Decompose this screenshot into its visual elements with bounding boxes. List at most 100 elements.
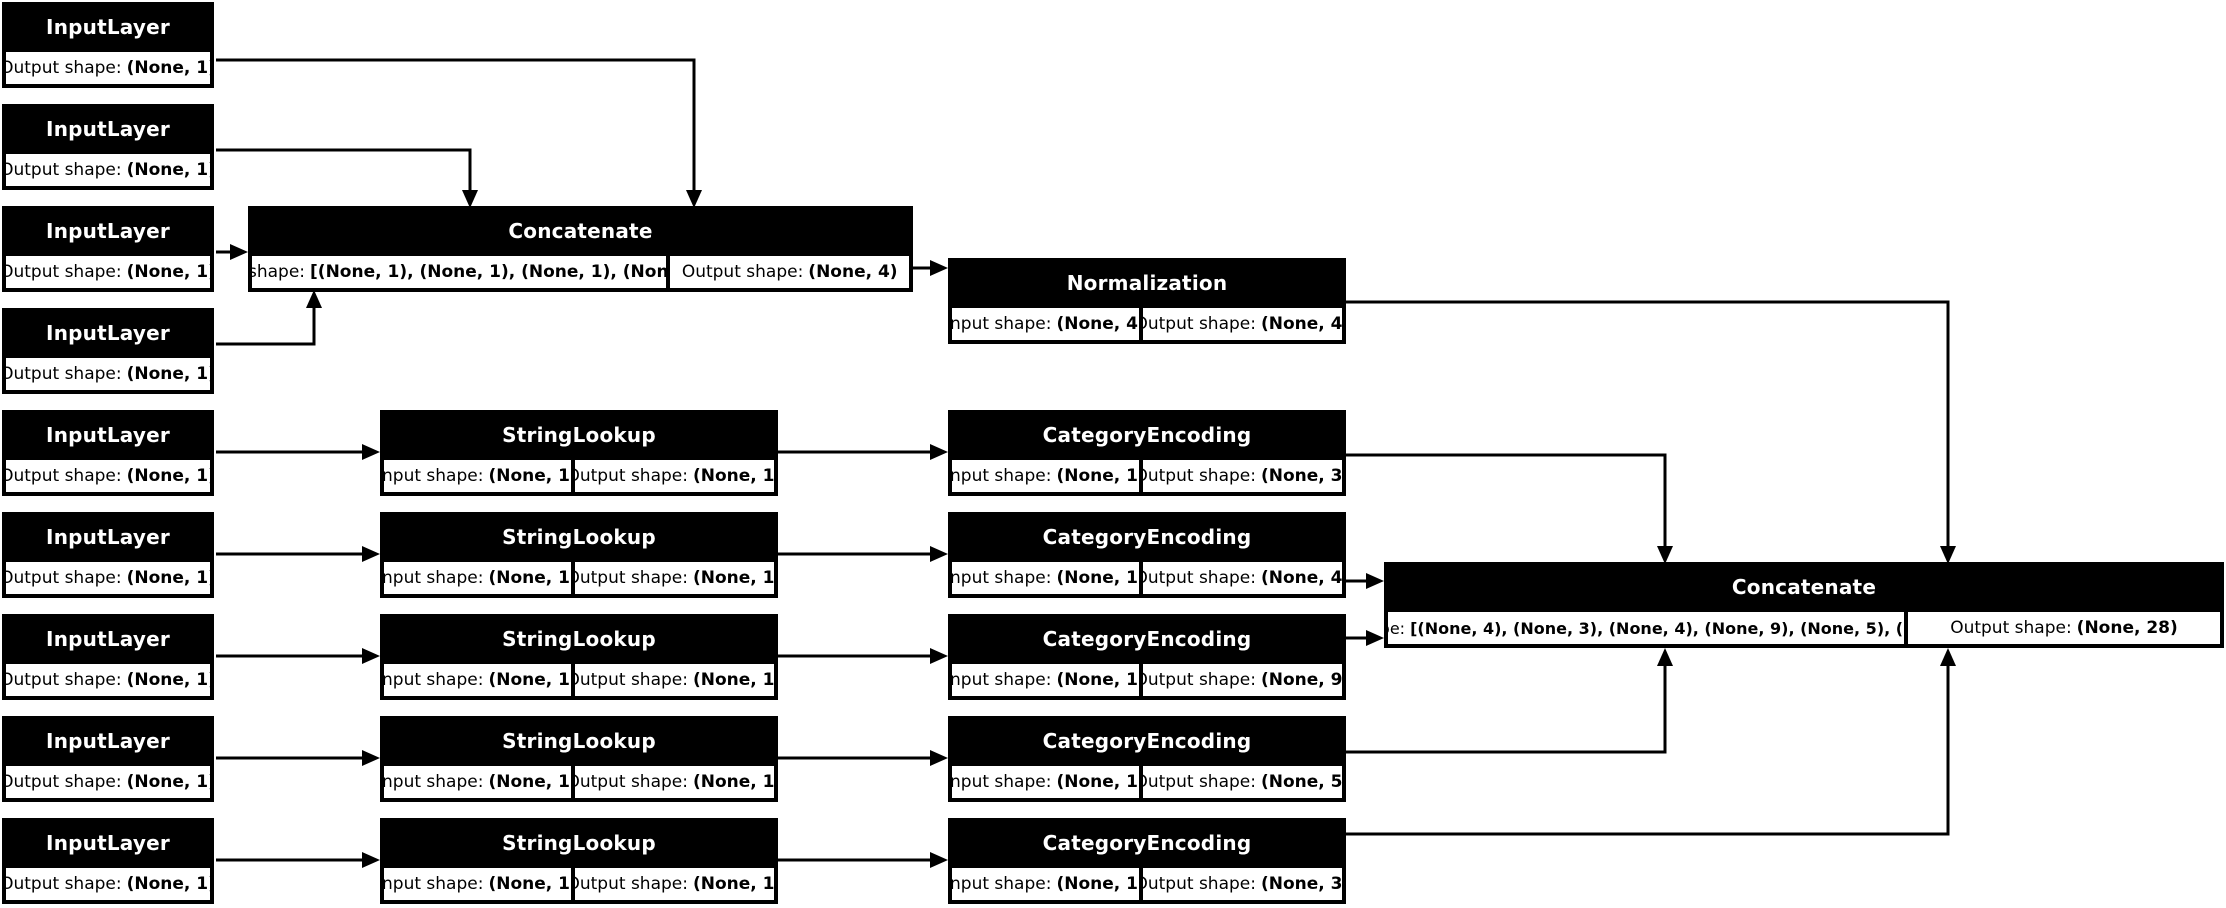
edge-stringlookup2-to-categoryencoding2 (778, 546, 948, 562)
node-category-encoding-5[interactable]: CategoryEncoding Input shape: (None, 1) … (948, 818, 1346, 904)
node-input-layer-6[interactable]: InputLayer Output shape: (None, 1) (2, 512, 214, 598)
input-shape-label: Input shape: (950, 772, 1052, 792)
node-input-layer-1[interactable]: InputLayer Output shape: (None, 1) (2, 2, 214, 88)
node-fields: Output shape: (None, 1) (4, 560, 212, 596)
output-shape-value: (None, 4) (1260, 314, 1344, 334)
node-title: StringLookup (382, 718, 776, 764)
node-fields: Output shape: (None, 1) (4, 458, 212, 494)
output-shape-field: Output shape: (None, 28) (1905, 610, 2222, 646)
output-shape-label: Output shape: (1140, 670, 1256, 690)
edge-input3-to-concat-numeric (216, 244, 248, 260)
input-shape-value: (None, 1) (488, 670, 573, 690)
output-shape-value: (None, 1) (126, 160, 212, 180)
node-normalization[interactable]: Normalization Input shape: (None, 4) Out… (948, 258, 1346, 344)
node-string-lookup-4[interactable]: StringLookup Input shape: (None, 1) Outp… (380, 716, 778, 802)
output-shape-field: Output shape: (None, 1) (572, 560, 776, 596)
input-shape-label: Input shape: (382, 772, 484, 792)
output-shape-field: Output shape: (None, 1) (572, 662, 776, 698)
output-shape-field: Output shape: (None, 4) (1140, 306, 1344, 342)
node-title: CategoryEncoding (950, 718, 1344, 764)
output-shape-field: Output shape: (None, 1) (4, 764, 212, 800)
node-string-lookup-5[interactable]: StringLookup Input shape: (None, 1) Outp… (380, 818, 778, 904)
node-title: CategoryEncoding (950, 514, 1344, 560)
node-string-lookup-2[interactable]: StringLookup Input shape: (None, 1) Outp… (380, 512, 778, 598)
node-title: CategoryEncoding (950, 616, 1344, 662)
node-fields: Output shape: (None, 1) (4, 254, 212, 290)
edge-input8-to-stringlookup4 (216, 750, 380, 766)
output-shape-field: Output shape: (None, 1) (4, 356, 212, 392)
output-shape-field: Output shape: (None, 9) (1140, 662, 1344, 698)
output-shape-value: (None, 4) (808, 262, 898, 282)
edge-concat-numeric-to-normalization (913, 260, 948, 276)
output-shape-label: Output shape: (4, 160, 122, 180)
node-concatenate-all[interactable]: Concatenate Input shape: [(None, 4), (No… (1384, 562, 2224, 648)
edge-categoryencoding1-to-concat-all (1346, 453, 1673, 564)
input-shape-field: Input shape: (None, 1) (950, 662, 1141, 698)
output-shape-value: (None, 1) (126, 772, 212, 792)
node-category-encoding-2[interactable]: CategoryEncoding Input shape: (None, 1) … (948, 512, 1346, 598)
input-shape-value: (None, 1) (488, 874, 573, 894)
node-input-layer-3[interactable]: InputLayer Output shape: (None, 1) (2, 206, 214, 292)
node-fields: Input shape: (None, 1) Output shape: (No… (382, 560, 776, 596)
input-shape-label: Input shape: (382, 874, 484, 894)
node-input-layer-9[interactable]: InputLayer Output shape: (None, 1) (2, 818, 214, 904)
input-shape-field: Input shape: (None, 1) (950, 560, 1141, 596)
node-input-layer-4[interactable]: InputLayer Output shape: (None, 1) (2, 308, 214, 394)
input-shape-label: Input shape: (382, 466, 484, 486)
input-shape-field: Input shape: [(None, 1), (None, 1), (Non… (250, 254, 669, 290)
output-shape-label: Output shape: (572, 772, 688, 792)
node-input-layer-5[interactable]: InputLayer Output shape: (None, 1) (2, 410, 214, 496)
input-shape-value: (None, 1) (488, 568, 573, 588)
edge-input2-to-concat-numeric (216, 148, 478, 208)
output-shape-value: (None, 3) (1260, 466, 1344, 486)
output-shape-field: Output shape: (None, 1) (572, 866, 776, 902)
edge-categoryencoding4-to-concat-all (1346, 648, 1673, 754)
node-fields: Input shape: (None, 1) Output shape: (No… (950, 662, 1344, 698)
input-shape-label: Input shape: (382, 670, 484, 690)
output-shape-value: (None, 1) (692, 466, 776, 486)
output-shape-value: (None, 1) (692, 670, 776, 690)
input-shape-field: Input shape: (None, 4) (950, 306, 1141, 342)
node-fields: Output shape: (None, 1) (4, 662, 212, 698)
node-title: InputLayer (4, 412, 212, 458)
output-shape-label: Output shape: (1140, 466, 1256, 486)
output-shape-label: Output shape: (4, 262, 122, 282)
input-shape-value: (None, 1) (1056, 466, 1141, 486)
edge-categoryencoding2-to-concat-all (1346, 573, 1384, 589)
node-string-lookup-1[interactable]: StringLookup Input shape: (None, 1) Outp… (380, 410, 778, 496)
input-shape-value: (None, 1) (1056, 772, 1141, 792)
node-title: InputLayer (4, 310, 212, 356)
input-shape-field: Input shape: (None, 1) (382, 662, 573, 698)
output-shape-field: Output shape: (None, 1) (4, 254, 212, 290)
output-shape-field: Output shape: (None, 3) (1140, 866, 1344, 902)
node-concatenate-numeric[interactable]: Concatenate Input shape: [(None, 1), (No… (248, 206, 913, 292)
node-category-encoding-1[interactable]: CategoryEncoding Input shape: (None, 1) … (948, 410, 1346, 496)
node-title: StringLookup (382, 514, 776, 560)
output-shape-field: Output shape: (None, 5) (1140, 764, 1344, 800)
node-string-lookup-3[interactable]: StringLookup Input shape: (None, 1) Outp… (380, 614, 778, 700)
node-fields: Input shape: [(None, 1), (None, 1), (Non… (250, 254, 911, 290)
node-input-layer-7[interactable]: InputLayer Output shape: (None, 1) (2, 614, 214, 700)
output-shape-value: (None, 1) (692, 874, 776, 894)
node-input-layer-2[interactable]: InputLayer Output shape: (None, 1) (2, 104, 214, 190)
input-shape-field: Input shape: (None, 1) (382, 560, 573, 596)
node-fields: Input shape: (None, 1) Output shape: (No… (382, 866, 776, 902)
edge-input9-to-stringlookup5 (216, 852, 380, 868)
output-shape-field: Output shape: (None, 1) (4, 866, 212, 902)
node-category-encoding-3[interactable]: CategoryEncoding Input shape: (None, 1) … (948, 614, 1346, 700)
node-input-layer-8[interactable]: InputLayer Output shape: (None, 1) (2, 716, 214, 802)
node-category-encoding-4[interactable]: CategoryEncoding Input shape: (None, 1) … (948, 716, 1346, 802)
output-shape-value: (None, 5) (1260, 772, 1344, 792)
input-shape-field: Input shape: (None, 1) (950, 866, 1141, 902)
output-shape-field: Output shape: (None, 1) (4, 458, 212, 494)
edge-normalization-to-concat-all (1346, 300, 1956, 564)
output-shape-label: Output shape: (572, 568, 688, 588)
node-fields: Output shape: (None, 1) (4, 764, 212, 800)
output-shape-value: (None, 1) (126, 466, 212, 486)
node-fields: Output shape: (None, 1) (4, 152, 212, 188)
node-title: Concatenate (250, 208, 911, 254)
input-shape-label: Input shape: (382, 568, 484, 588)
edge-categoryencoding3-to-concat-all (1346, 630, 1384, 646)
node-fields: Input shape: (None, 1) Output shape: (No… (382, 764, 776, 800)
